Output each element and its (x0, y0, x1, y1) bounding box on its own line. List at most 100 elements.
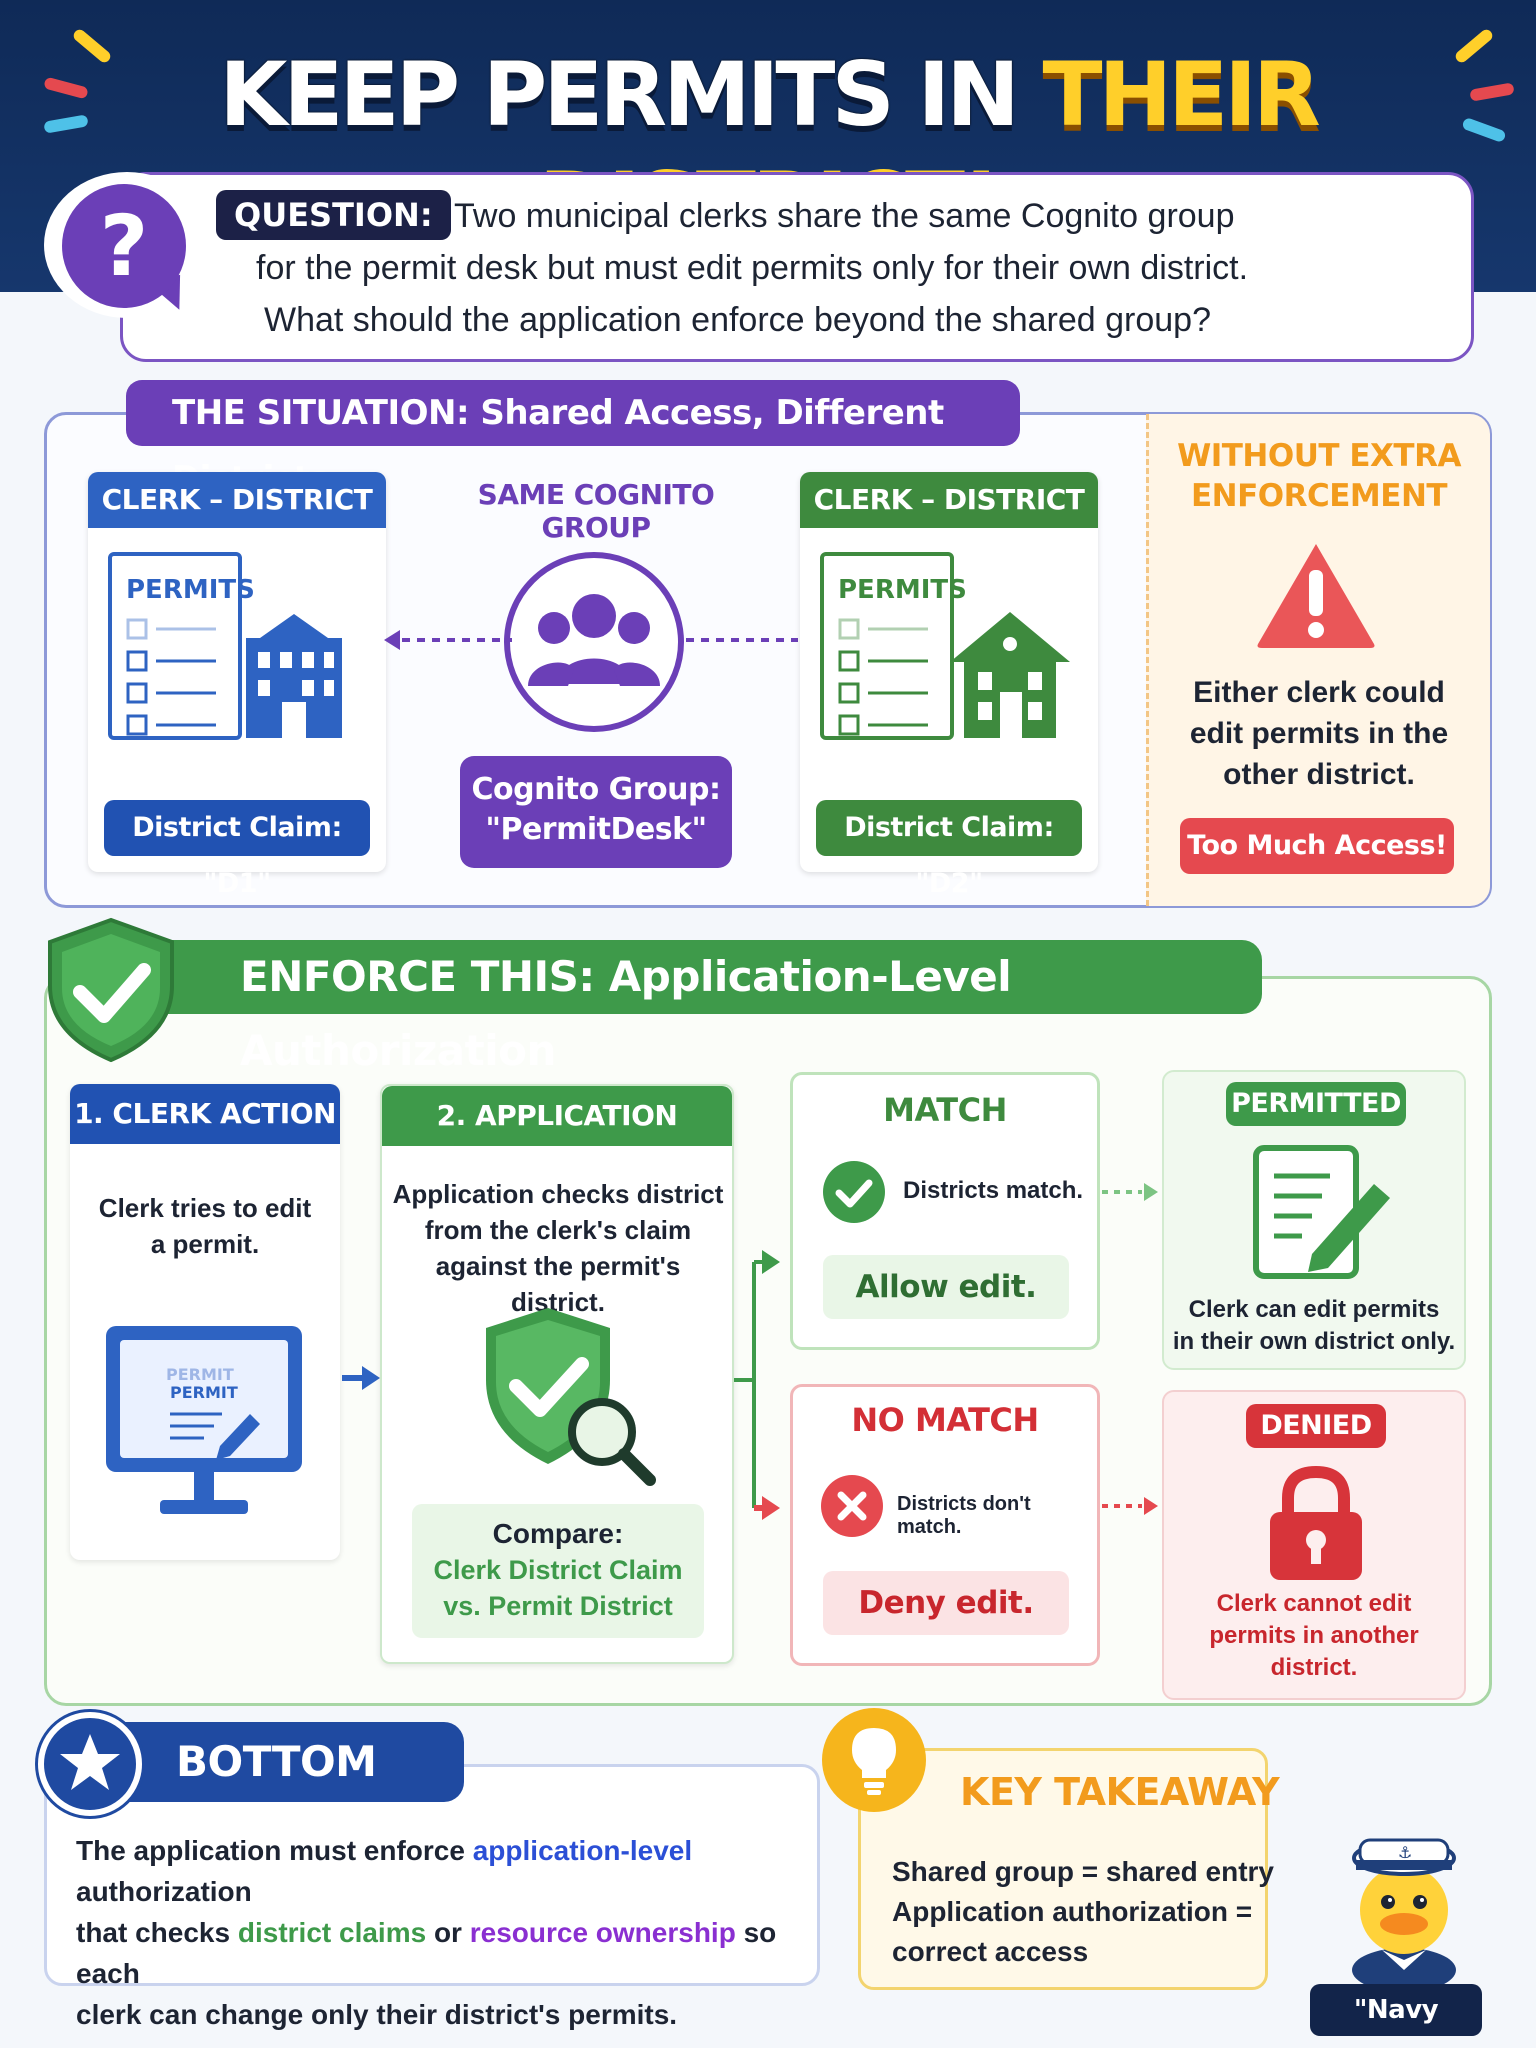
situation-header: THE SITUATION: Shared Access, Different … (126, 380, 1020, 499)
computer-monitor-icon: PERMIT PERMIT (106, 1326, 302, 1514)
denied-card: DENIED Clerk cannot edit permits in anot… (1162, 1390, 1466, 1700)
bl-text-1: The application must enforce (76, 1835, 473, 1866)
step-2-text-line-2: from the clerk's claim (424, 1215, 692, 1245)
match-card: MATCH Districts match. Allow edit. (790, 1072, 1100, 1350)
permitted-badge: PERMITTED (1226, 1082, 1406, 1126)
clerk-card-district-1: CLERK – DISTRICT 1 PERMITS District Clai… (88, 472, 386, 899)
step-clerk-action: 1. CLERK ACTION Clerk tries to edit a pe… (70, 1084, 340, 1560)
no-match-title: NO MATCH (851, 1401, 1039, 1439)
group-pill-line-2: "PermitDesk" (485, 812, 707, 847)
star-icon (60, 1734, 120, 1790)
permitted-text-line-2: in their own district only. (1172, 1328, 1456, 1355)
enforce-header: ENFORCE THIS: Application-Level Authoriz… (150, 940, 1262, 1075)
lightbulb-icon (852, 1728, 896, 1795)
mascot-name-tag: "Navy Duck" (1310, 1984, 1482, 2048)
no-match-text: Districts don't match. (897, 1493, 1031, 1538)
arrow-dashed-red (1102, 1497, 1158, 1515)
permits-document-building-icon: PERMITS (108, 552, 342, 740)
permits-doc-label: PERMITS (126, 575, 255, 605)
step-application-check: 2. APPLICATION CHECK Application checks … (380, 1084, 734, 1664)
clerk-1-title: CLERK – DISTRICT 1 (88, 472, 386, 572)
takeaway-line-1: Shared group = shared entry (892, 1856, 1274, 1887)
denied-text-line-1: Clerk cannot edit (1216, 1590, 1412, 1617)
step-1-title: 1. CLERK ACTION (70, 1084, 340, 1144)
screen-label-faded: PERMIT (166, 1365, 234, 1384)
district-claim-d2: District Claim: "D2" (816, 800, 1082, 899)
key-takeaway-title: KEY TAKEAWAY (960, 1770, 1280, 1814)
clerk-card-district-2: CLERK – DISTRICT 2 PERMITS District Clai… (800, 472, 1098, 899)
screen-label: PERMIT (170, 1383, 238, 1402)
match-title: MATCH (883, 1091, 1007, 1129)
arrow-right-blue (342, 1366, 380, 1390)
warning-text-line-3: other district. (1223, 758, 1415, 791)
warning-title-line-2: ENFORCEMENT (1190, 478, 1448, 514)
bl-text-2: authorization (76, 1876, 252, 1907)
denied-text-line-3: district. (1270, 1654, 1358, 1681)
branch-connector (734, 1250, 780, 1520)
takeaway-line-3: correct access (892, 1936, 1089, 1967)
warning-title: WITHOUT EXTRA ENFORCEMENT (1150, 436, 1488, 516)
permits-document-house-icon: PERMITS (820, 552, 1070, 740)
compare-box: Compare: Clerk District Claim vs. Permit… (412, 1504, 704, 1638)
deny-edit-pill: Deny edit. (823, 1571, 1069, 1635)
x-circle-icon (821, 1475, 883, 1537)
step-2-text-line-1: Application checks district (392, 1179, 724, 1209)
bl-highlight-resource-ownership: resource ownership (469, 1917, 736, 1948)
warning-text: Either clerk could edit permits in the o… (1160, 672, 1478, 795)
title-part-white: KEEP PERMITS IN (219, 43, 1020, 146)
bl-highlight-app-level: application-level (472, 1835, 693, 1866)
match-text: Districts match. (903, 1177, 1084, 1204)
denied-badge: DENIED (1246, 1404, 1386, 1448)
bl-text-3: that checks (76, 1917, 238, 1948)
permitted-card: PERMITTED Clerk can edit permits in thei… (1162, 1070, 1466, 1370)
group-circle (504, 552, 684, 732)
too-much-access-badge: Too Much Access! (1180, 818, 1454, 874)
denied-text-line-2: permits in another (1209, 1622, 1419, 1649)
clerk-2-title: CLERK – DISTRICT 2 (800, 472, 1098, 572)
compare-line-2: vs. Permit District (443, 1591, 673, 1621)
bl-highlight-district-claims: district claims (237, 1917, 427, 1948)
arrow-left-dashed (384, 630, 512, 650)
bl-text-4: or (426, 1917, 470, 1948)
key-takeaway-card (858, 1748, 1268, 1990)
bottom-line-text: The application must enforce application… (76, 1830, 806, 2035)
district-claim-d1: District Claim: "D1" (104, 800, 370, 899)
bl-text-6: clerk can change only their district's p… (76, 1999, 678, 2030)
warning-triangle-icon (1257, 544, 1375, 648)
warning-title-line-1: WITHOUT EXTRA (1177, 438, 1461, 474)
denied-text: Clerk cannot edit permits in another dis… (1164, 1588, 1464, 1684)
step-1-text: Clerk tries to edit a permit. (80, 1190, 330, 1262)
question-mark-icon: ? (62, 184, 186, 308)
warning-text-line-2: edit permits in the (1189, 717, 1449, 750)
question-line-3: What should the application enforce beyo… (264, 301, 1211, 339)
bl-text-5: so each (76, 1917, 777, 1989)
shield-check-icon (48, 917, 174, 1063)
bottom-line-title: BOTTOM LINE (110, 1722, 464, 1866)
compare-line-1: Clerk District Claim (433, 1555, 683, 1585)
compare-title: Compare: (492, 1518, 624, 1549)
check-circle-icon (823, 1161, 885, 1223)
group-pill-line-1: Cognito Group: (471, 772, 722, 807)
shield-magnifier-icon (486, 1308, 656, 1486)
question-label: QUESTION: (216, 190, 451, 240)
step-2-text-line-3: against the permit's district. (435, 1251, 681, 1317)
permitted-text: Clerk can edit permits in their own dist… (1164, 1294, 1464, 1358)
users-group-icon (528, 594, 660, 686)
no-match-card: NO MATCH Districts don't match. Deny edi… (790, 1384, 1100, 1666)
lock-icon (1270, 1465, 1362, 1580)
anchor-icon: ⚓ (1398, 1843, 1412, 1862)
document-edit-icon (1253, 1145, 1390, 1279)
warning-text-line-1: Either clerk could (1193, 676, 1445, 709)
group-label: SAME COGNITO GROUP (477, 478, 715, 544)
takeaway-line-2: Application authorization = (892, 1896, 1253, 1927)
star-badge (38, 1712, 142, 1816)
cognito-group-pill: Cognito Group: "PermitDesk" (460, 756, 732, 868)
lightbulb-badge (822, 1708, 926, 1812)
question-line-2: for the permit desk but must edit permit… (256, 249, 1249, 287)
permits-doc-label: PERMITS (838, 575, 967, 605)
arrow-right-dashed (686, 630, 816, 650)
question-line-1: Two municipal clerks share the same Cogn… (454, 197, 1235, 235)
step-2-text: Application checks district from the cle… (388, 1176, 728, 1320)
step-1-text-line-1: Clerk tries to edit (98, 1193, 312, 1223)
allow-edit-pill: Allow edit. (823, 1255, 1069, 1319)
